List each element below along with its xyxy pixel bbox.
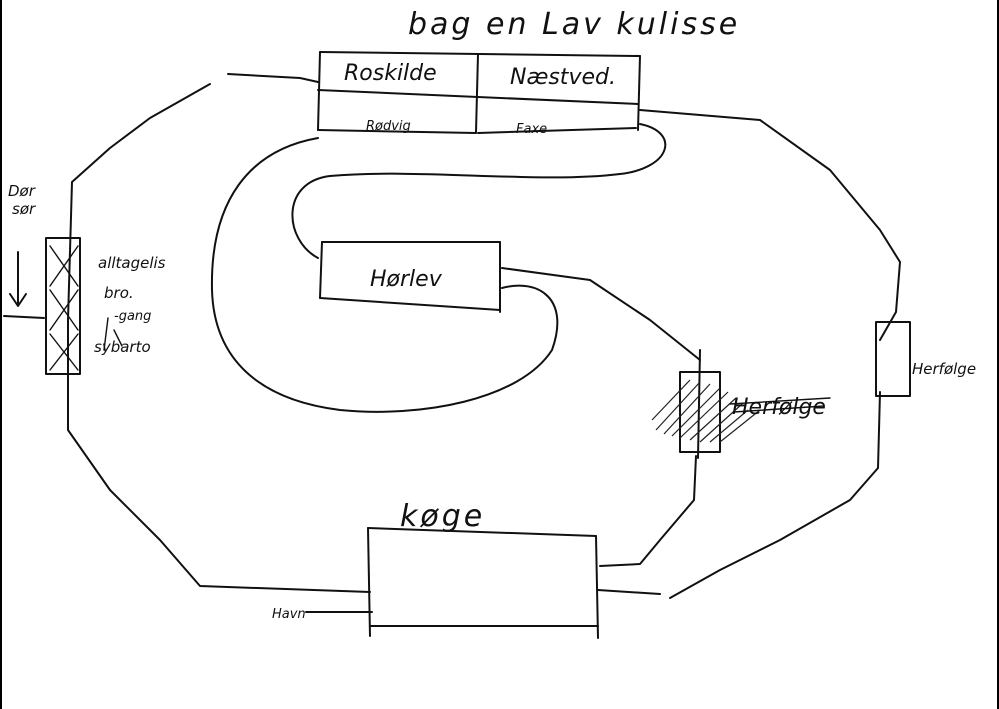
station-box-koge bbox=[367, 527, 599, 639]
top-block-bottom-right bbox=[477, 127, 637, 134]
station-label-faxe: Faxe bbox=[516, 122, 547, 137]
note-door-line2: sør bbox=[12, 200, 36, 218]
bridge-note-scribble bbox=[103, 317, 123, 351]
crossed-station-box bbox=[651, 349, 761, 459]
top-block-middle-line bbox=[317, 89, 639, 105]
door-line bbox=[3, 315, 45, 319]
station-box-herfolge bbox=[875, 321, 911, 397]
inner-s-track bbox=[291, 123, 667, 259]
note-bridge-line4: sybarto bbox=[94, 338, 151, 356]
outer-loop-top-track bbox=[227, 73, 319, 83]
station-label-koge: køge bbox=[400, 499, 485, 534]
note-bridge-line2: bro. bbox=[104, 284, 134, 302]
station-label-herlev: Hørlev bbox=[370, 267, 443, 292]
note-bridge-line3: -gang bbox=[114, 309, 151, 324]
station-label-naestved: Næstved. bbox=[510, 65, 616, 90]
branch-track-crossed-to-koge bbox=[599, 455, 697, 567]
station-box-herlev bbox=[319, 241, 501, 313]
crossed-label-strike bbox=[729, 397, 831, 413]
note-bridge-line1: alltagelis bbox=[98, 254, 166, 272]
inner-spiral-track bbox=[210, 137, 559, 413]
outer-loop-right-lower-track bbox=[669, 391, 881, 599]
branch-track-to-crossed-station bbox=[501, 267, 701, 361]
outer-loop-bottom-track bbox=[597, 589, 661, 595]
door-arrow-icon bbox=[9, 251, 27, 307]
top-station-block bbox=[317, 51, 641, 134]
station-label-havn: Havn bbox=[272, 607, 306, 622]
sketch-title: bag en Lav kulisse bbox=[408, 7, 740, 42]
station-label-rodvig: Rødvig bbox=[366, 119, 411, 134]
station-label-roskilde: Roskilde bbox=[344, 61, 437, 86]
bridge-box bbox=[45, 237, 81, 375]
top-block-right-edge bbox=[637, 55, 641, 131]
top-block-bottom-left bbox=[317, 129, 477, 134]
station-label-herfolge: Herfølge bbox=[912, 360, 976, 378]
top-block-top-edge bbox=[319, 51, 641, 57]
crossed-station-hatching bbox=[651, 379, 761, 443]
outer-loop-top-right-track bbox=[639, 109, 901, 341]
note-door-line1: Dør bbox=[8, 182, 36, 200]
top-block-divider bbox=[475, 53, 479, 133]
